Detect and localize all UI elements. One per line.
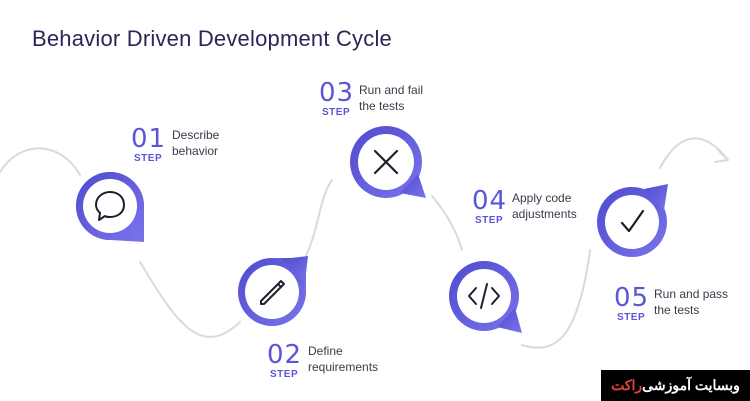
step-description: Describe behavior	[172, 127, 272, 159]
step-description-line: Run and fail	[359, 83, 424, 97]
speech-bubble-icon	[95, 191, 125, 221]
step-description: Define requirements	[308, 343, 408, 375]
x-icon	[373, 149, 399, 175]
code-icon	[468, 283, 500, 309]
pencil-icon	[260, 280, 285, 305]
watermark-badge: وبسایت آموزشی راکت	[601, 370, 750, 401]
diagram-title: Behavior Driven Development Cycle	[32, 26, 392, 51]
step-label: STEP	[322, 107, 351, 118]
curve-4-5	[521, 249, 591, 349]
step-number: 03	[319, 78, 355, 108]
step-03-pin	[350, 126, 426, 198]
step-description-line: adjustments	[512, 207, 577, 221]
step-05-pin	[597, 184, 668, 257]
step-description-line: behavior	[172, 144, 219, 158]
step-description-line: Apply code	[512, 191, 572, 205]
curve-3-4	[431, 195, 463, 251]
step-label: STEP	[134, 153, 163, 164]
step-label: STEP	[270, 369, 299, 380]
step-02-pin	[238, 256, 308, 326]
step-number: 05	[614, 283, 650, 313]
step-number: 01	[131, 124, 167, 154]
curve-start	[0, 147, 81, 176]
watermark-text: وبسایت آموزشی	[642, 377, 740, 393]
step-description: Run and pass the tests	[654, 286, 750, 318]
step-01-pin	[76, 172, 144, 242]
step-description-line: the tests	[654, 303, 700, 317]
step-description: Run and fail the tests	[359, 82, 459, 114]
step-description-line: requirements	[308, 360, 379, 374]
arrow-head-icon	[714, 149, 729, 163]
step-description-line: Run and pass	[654, 287, 729, 301]
checkmark-icon	[620, 209, 645, 233]
watermark-accent-text: راکت	[611, 377, 643, 393]
step-number: 04	[472, 186, 508, 216]
step-label: STEP	[475, 215, 504, 226]
step-description-line: Define	[308, 344, 343, 358]
step-04-pin	[449, 261, 522, 333]
curve-end	[659, 137, 729, 169]
step-label: STEP	[617, 312, 646, 323]
curve-2-3	[302, 179, 333, 263]
step-number: 02	[267, 340, 303, 370]
step-description-line: Describe	[172, 128, 220, 142]
step-description: Apply code adjustments	[512, 190, 612, 222]
step-description-line: the tests	[359, 99, 405, 113]
curve-1-2	[139, 261, 241, 338]
